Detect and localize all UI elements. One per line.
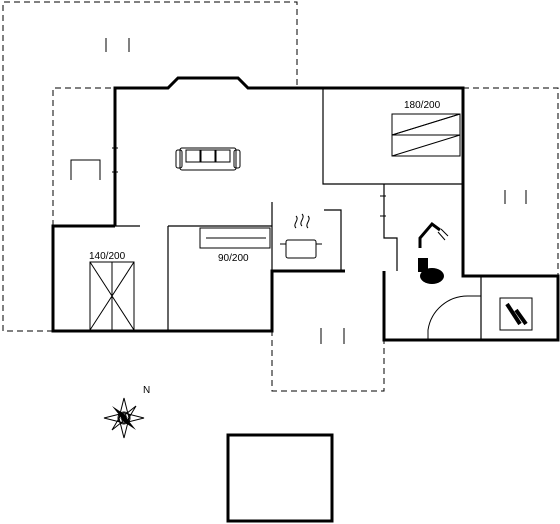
exterior-walls	[51, 76, 560, 523]
terrace-east	[463, 87, 559, 276]
double-bed-icon	[391, 113, 461, 157]
bed-size-single: 90/200	[218, 253, 249, 264]
outer-wall-north	[113, 76, 481, 278]
table-icon	[70, 159, 101, 180]
window-east	[380, 195, 386, 217]
wall-kitchen	[271, 202, 342, 271]
stove-pot-icon	[280, 213, 322, 259]
bed-size-master: 180/200	[404, 100, 441, 111]
sofa-icon	[175, 147, 241, 171]
window-west	[112, 147, 118, 173]
toilet-icon	[418, 258, 444, 284]
laundry-icon	[499, 297, 533, 331]
wall-bedroom-split	[115, 225, 169, 331]
wall-master-bedroom	[322, 88, 463, 185]
interior-walls	[115, 88, 482, 340]
bathroom-door-swing	[427, 295, 481, 340]
terrace-west	[52, 87, 115, 226]
compass-north-label: N	[143, 385, 150, 396]
bed-size-bunk: 140/200	[89, 251, 126, 262]
outer-wall-west-wing	[51, 224, 345, 333]
annex-building	[226, 433, 334, 523]
single-bed-icon	[199, 227, 271, 249]
doors	[427, 295, 481, 340]
terrace-marks	[105, 38, 527, 344]
terrace-northwest	[2, 1, 298, 332]
terrace-south	[271, 330, 385, 392]
wall-bathroom	[383, 184, 482, 340]
shower-icon	[418, 221, 449, 248]
compass-rose-icon	[103, 397, 145, 439]
bunk-bed-icon	[89, 261, 135, 331]
terrace-areas	[2, 1, 559, 392]
windows	[112, 147, 386, 217]
outer-wall-south-east	[382, 271, 560, 342]
